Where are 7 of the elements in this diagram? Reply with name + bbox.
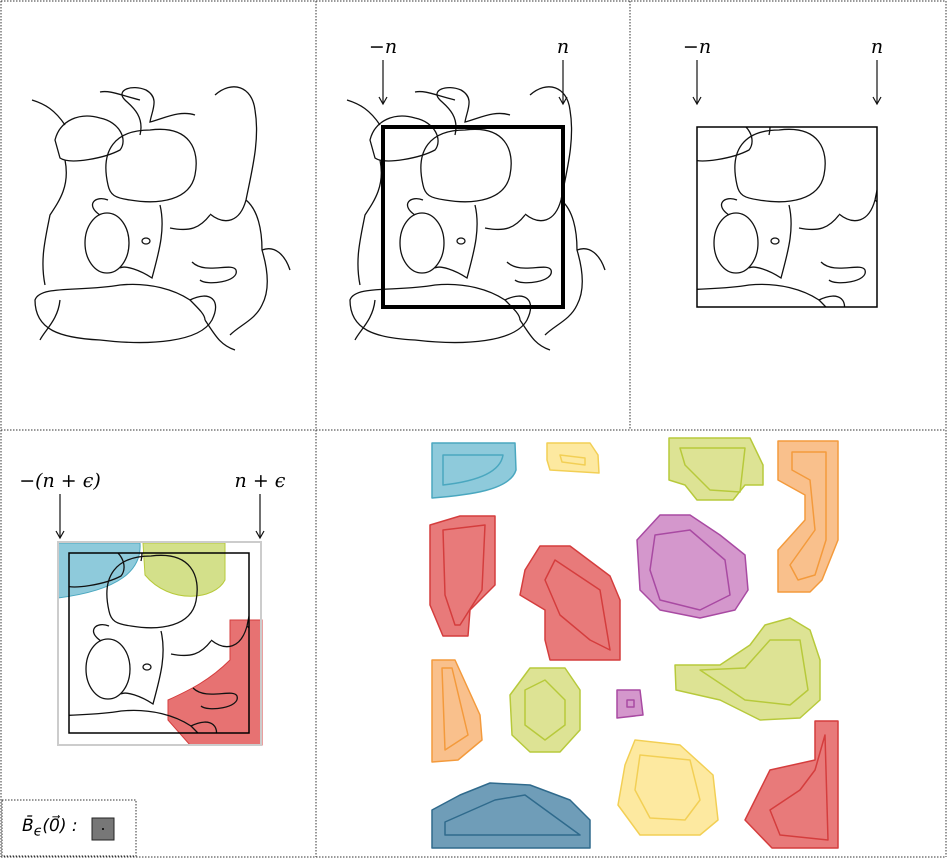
position-label: −n [682, 38, 712, 57]
position-label: n + ϵ [234, 472, 286, 491]
position-label: −(n + ϵ) [19, 472, 101, 491]
position-label: −n [368, 38, 398, 57]
position-label: n [556, 38, 570, 57]
position-label: n [870, 38, 884, 57]
legend-text: B̄$_{ϵ}$(0⃗) : [22, 816, 78, 840]
